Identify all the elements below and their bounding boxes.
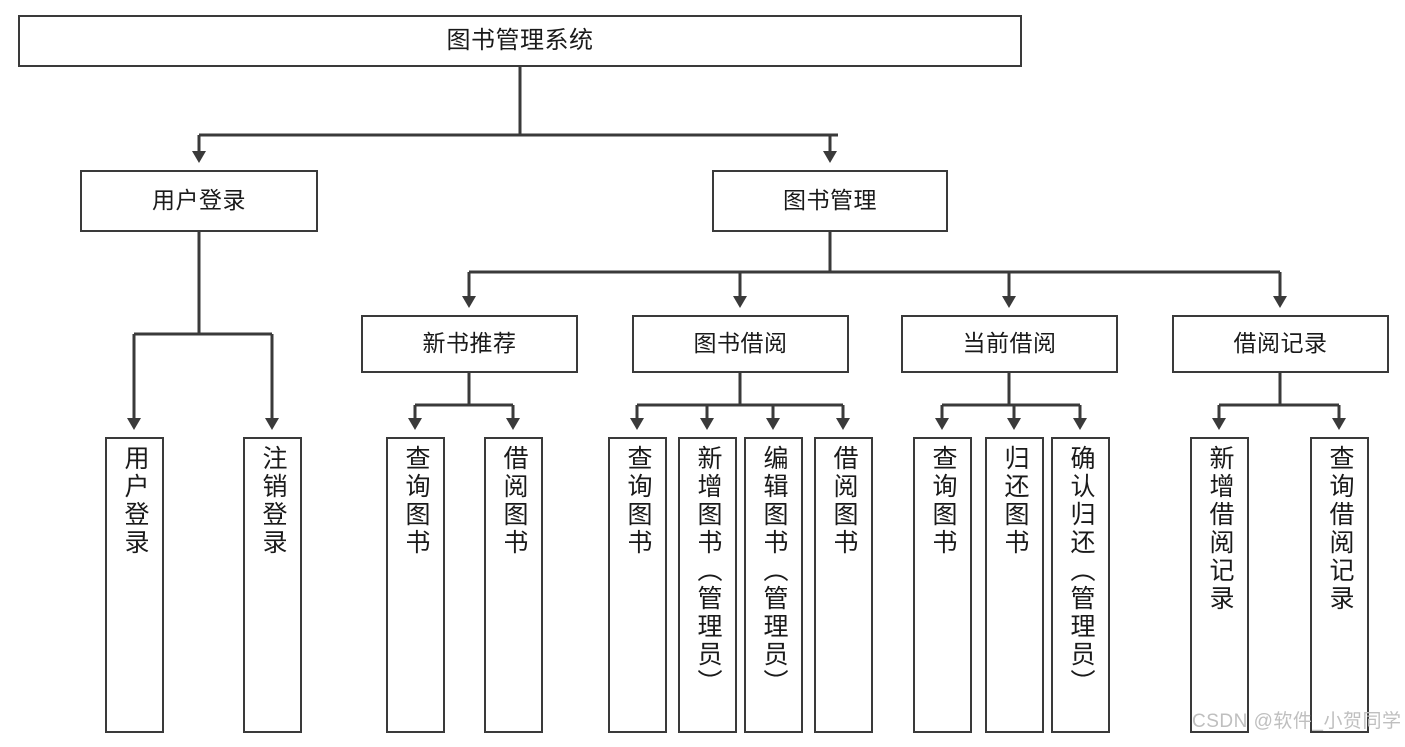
- node-user-login[interactable]: 用户登录: [80, 170, 318, 232]
- node-leaf-user-login-label: 用户登录: [121, 445, 149, 557]
- node-leaf-return-book-label: 归还图书: [1001, 445, 1029, 557]
- node-leaf-add-record-label: 新增借阅记录: [1206, 445, 1234, 613]
- node-leaf-query-book-3[interactable]: 查询图书: [913, 437, 972, 733]
- node-leaf-query-book-2-label: 查询图书: [624, 445, 652, 557]
- node-current-borrow[interactable]: 当前借阅: [901, 315, 1118, 373]
- node-leaf-user-logout-label: 注销登录: [259, 445, 287, 557]
- node-user-login-label: 用户登录: [152, 187, 246, 214]
- node-leaf-query-book-2[interactable]: 查询图书: [608, 437, 667, 733]
- node-leaf-borrow-book-2-label: 借阅图书: [830, 445, 858, 557]
- node-leaf-add-book-label: 新增图书（管理员）: [694, 445, 722, 697]
- node-leaf-borrow-book-1[interactable]: 借阅图书: [484, 437, 543, 733]
- node-leaf-query-record[interactable]: 查询借阅记录: [1310, 437, 1369, 733]
- node-root-label: 图书管理系统: [446, 26, 594, 54]
- node-leaf-edit-book-label: 编辑图书（管理员）: [760, 445, 788, 697]
- node-book-management-label: 图书管理: [783, 187, 877, 214]
- node-new-book-recommend[interactable]: 新书推荐: [361, 315, 578, 373]
- node-leaf-query-book-1-label: 查询图书: [402, 445, 430, 557]
- node-leaf-add-book[interactable]: 新增图书（管理员）: [678, 437, 737, 733]
- node-borrow-record-label: 借阅记录: [1233, 330, 1328, 357]
- node-root[interactable]: 图书管理系统: [18, 15, 1022, 67]
- node-leaf-user-logout[interactable]: 注销登录: [243, 437, 302, 733]
- node-leaf-edit-book[interactable]: 编辑图书（管理员）: [744, 437, 803, 733]
- node-leaf-query-record-label: 查询借阅记录: [1326, 445, 1354, 613]
- node-leaf-confirm-return[interactable]: 确认归还（管理员）: [1051, 437, 1110, 733]
- watermark-text: CSDN @软件_小贺同学: [1192, 711, 1402, 732]
- node-leaf-add-record[interactable]: 新增借阅记录: [1190, 437, 1249, 733]
- node-new-book-recommend-label: 新书推荐: [422, 330, 517, 357]
- node-leaf-query-book-1[interactable]: 查询图书: [386, 437, 445, 733]
- node-book-borrow[interactable]: 图书借阅: [632, 315, 849, 373]
- node-borrow-record[interactable]: 借阅记录: [1172, 315, 1389, 373]
- node-leaf-borrow-book-2[interactable]: 借阅图书: [814, 437, 873, 733]
- node-leaf-user-login[interactable]: 用户登录: [105, 437, 164, 733]
- node-current-borrow-label: 当前借阅: [962, 330, 1057, 357]
- node-leaf-return-book[interactable]: 归还图书: [985, 437, 1044, 733]
- node-leaf-borrow-book-1-label: 借阅图书: [500, 445, 528, 557]
- node-book-borrow-label: 图书借阅: [693, 330, 788, 357]
- node-leaf-query-book-3-label: 查询图书: [929, 445, 957, 557]
- node-book-management[interactable]: 图书管理: [712, 170, 948, 232]
- node-leaf-confirm-return-label: 确认归还（管理员）: [1067, 445, 1095, 697]
